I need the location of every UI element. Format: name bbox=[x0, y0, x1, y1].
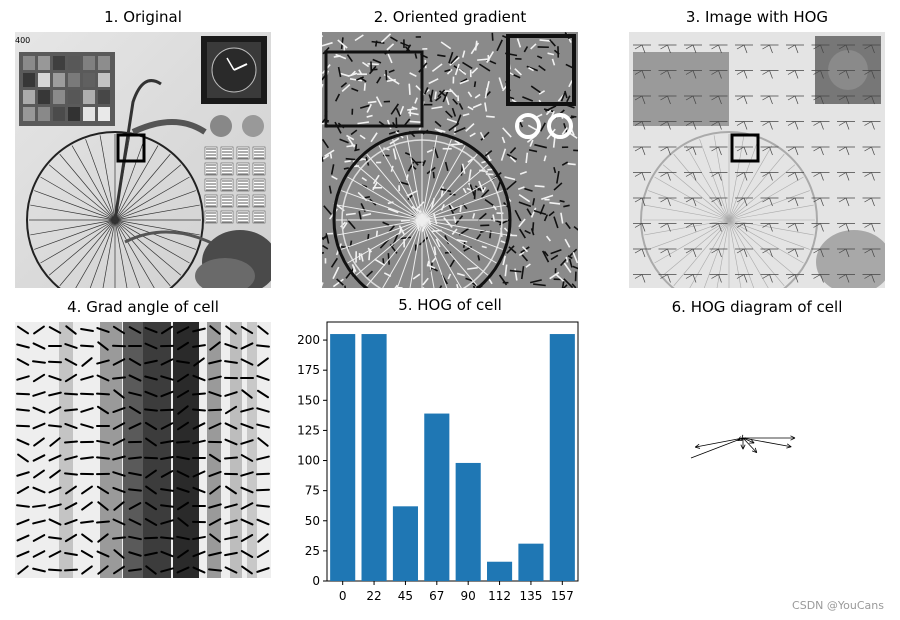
calib-label: 400 bbox=[15, 36, 30, 45]
x-tick-label: 45 bbox=[398, 589, 413, 603]
hog-arrow-opposite bbox=[690, 437, 744, 459]
hog-arrow-157 bbox=[695, 437, 744, 448]
plant bbox=[195, 230, 271, 288]
bar-112 bbox=[487, 561, 513, 581]
bar-90 bbox=[455, 462, 481, 581]
bicycle bbox=[26, 79, 256, 288]
color-checker bbox=[19, 52, 115, 126]
bar-0 bbox=[330, 334, 356, 581]
hog-arrow-45 bbox=[742, 437, 755, 444]
test-patterns bbox=[204, 115, 266, 224]
watermark: CSDN @YouCans bbox=[792, 599, 884, 612]
x-tick-label: 22 bbox=[366, 589, 381, 603]
x-tick-label: 0 bbox=[339, 589, 347, 603]
y-tick-label: 25 bbox=[305, 544, 320, 558]
x-tick-label: 157 bbox=[551, 589, 574, 603]
panel6-title: 6. HOG diagram of cell bbox=[671, 298, 843, 316]
gradient-calib-grid bbox=[324, 50, 424, 128]
x-tick-label: 90 bbox=[461, 589, 476, 603]
cell-marker-box-hog bbox=[730, 133, 760, 163]
hog-arrow-67 bbox=[742, 437, 758, 453]
bar-135 bbox=[518, 543, 544, 581]
bar-67 bbox=[424, 413, 450, 581]
bar-22 bbox=[361, 334, 387, 581]
y-tick-label: 100 bbox=[297, 454, 320, 468]
x-tick-label: 112 bbox=[488, 589, 511, 603]
hog-diagram bbox=[690, 434, 796, 459]
hog-bar-chart: 0 25 50 75 100 125 150 175 200 0 22 45 67 90 112 135 157 bbox=[297, 321, 579, 603]
panel3-title: 3. Image with HOG bbox=[685, 8, 829, 26]
x-tick-label: 135 bbox=[519, 589, 542, 603]
y-tick-label: 75 bbox=[305, 484, 320, 498]
y-tick-label: 0 bbox=[312, 574, 320, 588]
cell-marker-box bbox=[116, 133, 146, 163]
oriented-gradient-image bbox=[322, 32, 578, 288]
wall-clock bbox=[201, 36, 267, 104]
bar-45 bbox=[392, 506, 418, 581]
y-tick-label: 50 bbox=[305, 514, 320, 528]
y-tick-label: 125 bbox=[297, 423, 320, 437]
image-with-hog bbox=[629, 32, 885, 288]
x-tick-label: 67 bbox=[429, 589, 444, 603]
y-tick-label: 150 bbox=[297, 393, 320, 407]
panel5-title: 5. HOG of cell bbox=[398, 296, 502, 314]
panel2-title: 2. Oriented gradient bbox=[373, 8, 527, 26]
grad-angle-of-cell bbox=[15, 322, 271, 578]
y-tick-label: 175 bbox=[297, 363, 320, 377]
original-image: 400 bbox=[15, 32, 271, 288]
bar-157 bbox=[549, 334, 575, 581]
panel4-title: 4. Grad angle of cell bbox=[67, 298, 219, 316]
y-tick-label: 200 bbox=[297, 333, 320, 347]
panel1-title: 1. Original bbox=[104, 8, 182, 26]
plot-frame bbox=[326, 321, 579, 582]
